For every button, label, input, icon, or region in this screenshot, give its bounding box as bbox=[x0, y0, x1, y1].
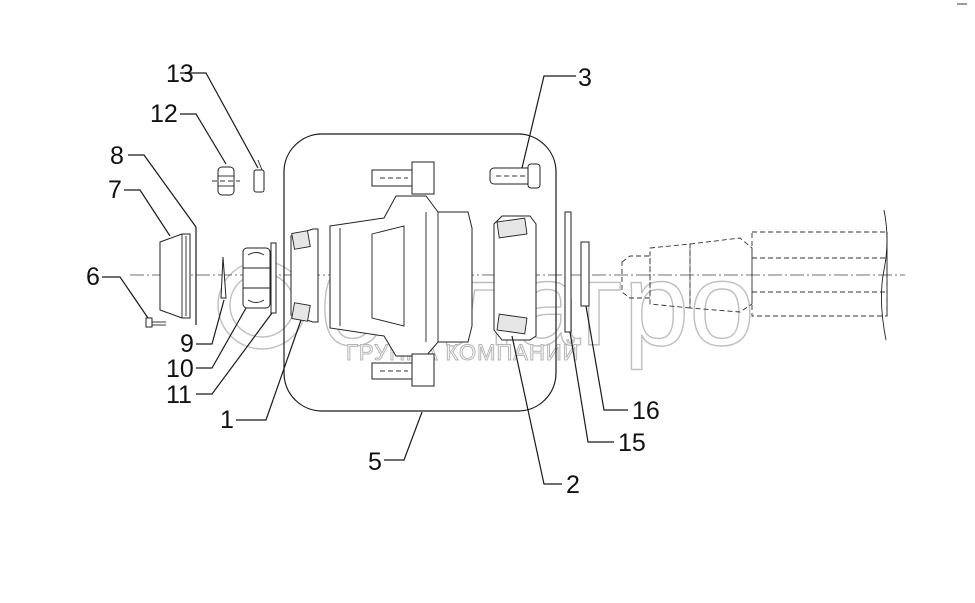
leader-15 bbox=[569, 331, 614, 443]
callout-10: 10 bbox=[166, 355, 194, 383]
callout-6: 6 bbox=[86, 263, 100, 291]
leader-11 bbox=[196, 312, 273, 395]
seal-ring-part bbox=[564, 211, 572, 333]
leader-5 bbox=[384, 411, 423, 461]
leader-7 bbox=[124, 189, 171, 237]
callout-13: 13 bbox=[166, 60, 194, 88]
washer-part bbox=[270, 242, 277, 314]
leader-12 bbox=[180, 113, 227, 165]
spindle-reference bbox=[621, 209, 888, 341]
callout-3: 3 bbox=[578, 64, 592, 92]
callout-labels: 13 12 8 7 6 9 10 11 1 5 2 3 15 16 bbox=[86, 60, 660, 499]
leader-6 bbox=[102, 276, 149, 319]
callout-11: 11 bbox=[166, 381, 192, 409]
leader-16 bbox=[585, 305, 628, 411]
bolt-part bbox=[145, 317, 166, 328]
leader-10 bbox=[196, 307, 247, 369]
inner-bearing-part bbox=[493, 215, 537, 341]
small-nut-part bbox=[212, 166, 240, 196]
outer-bearing-part bbox=[290, 228, 319, 323]
watermark-subtitle: ГРУППА КОМПАНИЙ bbox=[346, 340, 580, 365]
callout-8: 8 bbox=[110, 142, 124, 170]
leader-3 bbox=[521, 75, 576, 169]
callout-1: 1 bbox=[220, 406, 234, 434]
callout-7: 7 bbox=[108, 176, 122, 204]
leader-2 bbox=[511, 335, 562, 485]
callout-2: 2 bbox=[566, 471, 580, 499]
hub-body-part bbox=[329, 195, 473, 357]
cotter-pin-part bbox=[220, 256, 227, 299]
castle-nut-part bbox=[242, 247, 271, 309]
lock-washer-part bbox=[253, 159, 265, 193]
hub-upper-stud bbox=[371, 161, 435, 195]
leader-13 bbox=[180, 72, 259, 169]
callout-15: 15 bbox=[618, 429, 646, 457]
leader-lines bbox=[102, 72, 628, 485]
callout-5: 5 bbox=[368, 448, 382, 476]
leader-1 bbox=[236, 319, 302, 421]
hub-cap-part bbox=[159, 233, 191, 319]
callout-16: 16 bbox=[632, 397, 660, 425]
hub-lower-stud bbox=[371, 353, 435, 387]
callout-9: 9 bbox=[180, 330, 194, 358]
callout-12: 12 bbox=[150, 100, 178, 128]
leader-8 bbox=[128, 154, 197, 228]
leader-9 bbox=[196, 299, 225, 345]
wheel-stud-part bbox=[489, 163, 541, 189]
hub-group-frame bbox=[283, 133, 557, 412]
thrust-washer-part bbox=[580, 241, 590, 307]
